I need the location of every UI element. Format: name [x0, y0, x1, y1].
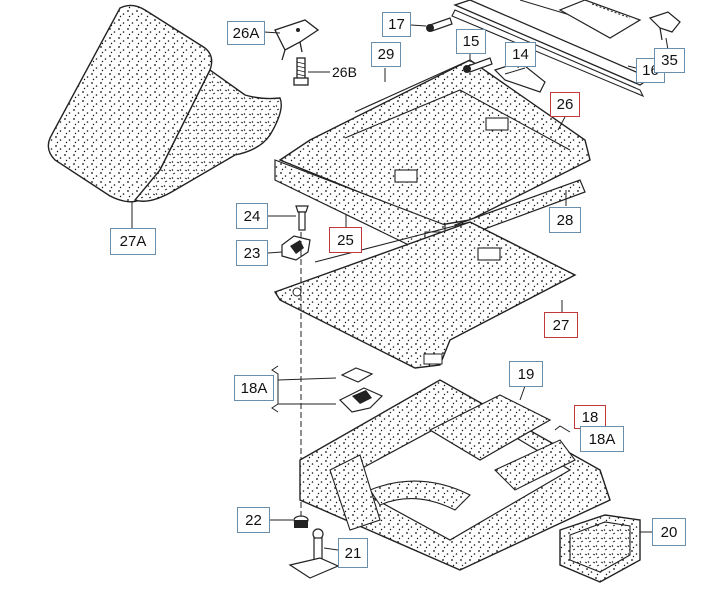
callout-23: 23 — [236, 240, 268, 266]
callout-18a-right: 18A — [580, 426, 624, 452]
callout-22: 22 — [237, 507, 270, 533]
floor-panel-26 — [278, 59, 591, 239]
sill-trim — [451, 0, 652, 98]
callout-25: 25 — [329, 227, 362, 253]
callout-26: 26 — [550, 92, 580, 117]
floor-structure-19 — [299, 379, 611, 571]
bracket-set-18a — [271, 365, 384, 413]
callout-35: 35 — [654, 48, 685, 73]
callout-28: 28 — [549, 207, 581, 233]
callout-19: 19 — [509, 361, 543, 387]
bolt-26b — [293, 57, 330, 86]
callout-18: 18 — [574, 405, 606, 429]
callout-29: 29 — [371, 42, 401, 67]
bolt-24 — [268, 205, 309, 231]
callout-18a-left: 18A — [234, 375, 274, 401]
screw-17 — [410, 17, 453, 32]
callout-26a: 26A — [227, 21, 265, 45]
bolt-21 — [288, 528, 340, 579]
callout-27a: 27A — [110, 228, 156, 255]
callout-21: 21 — [338, 538, 368, 568]
callout-20: 20 — [652, 518, 686, 546]
callout-14: 14 — [505, 42, 536, 67]
callout-15: 15 — [456, 29, 486, 54]
callout-26b: 26B — [332, 64, 357, 80]
callout-17: 17 — [382, 12, 411, 37]
callout-24: 24 — [236, 203, 268, 229]
grommet-22 — [270, 515, 309, 528]
floor-panel-27 — [273, 221, 577, 520]
tray-20 — [559, 514, 652, 583]
callout-27: 27 — [544, 312, 578, 338]
carpet-27a — [47, 4, 282, 228]
grommet-23 — [267, 235, 311, 261]
bracket-26a — [263, 19, 320, 61]
